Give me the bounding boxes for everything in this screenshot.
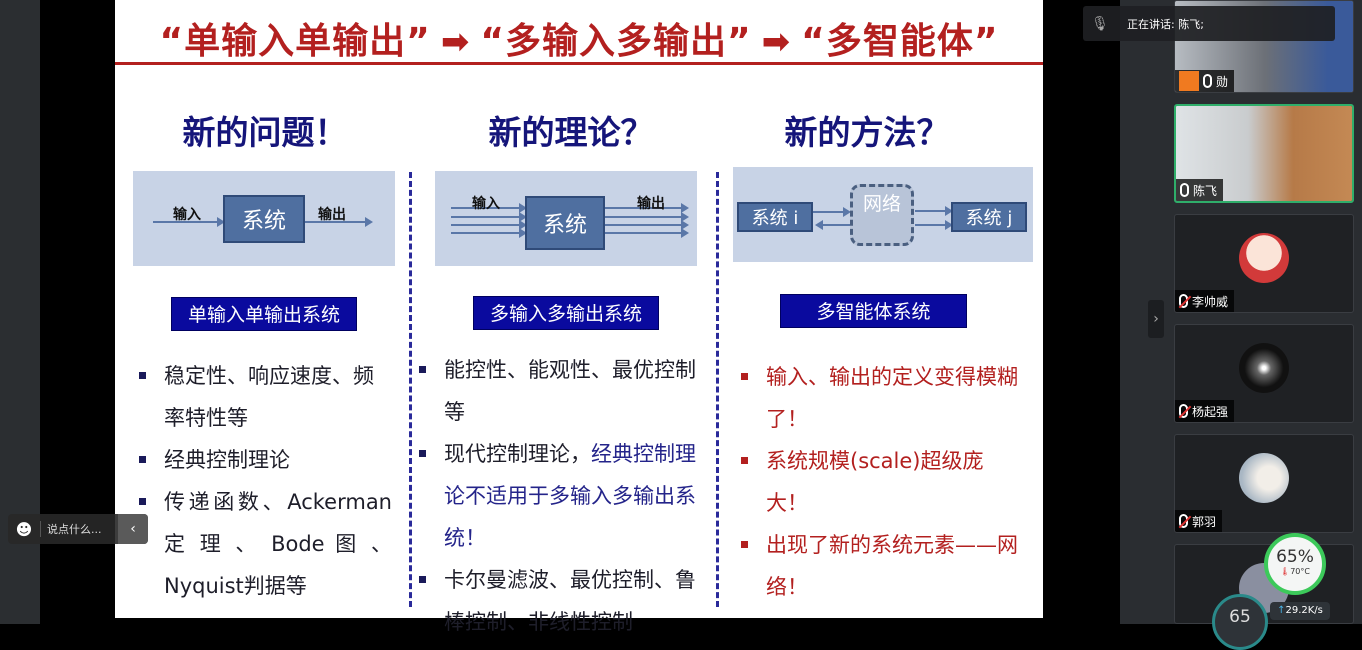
title-part-siso: “单输入单输出”	[159, 21, 431, 62]
chat-bar: ☻ 说点什么... ‹	[8, 514, 148, 544]
avatar	[1239, 453, 1289, 503]
output-arrow	[605, 203, 689, 213]
input-arrow	[153, 217, 225, 227]
panel-toggle-chevron-icon[interactable]: ›	[1148, 300, 1164, 338]
siso-diagram: 输入 系统 输出	[133, 171, 395, 266]
participant-name: 陈飞	[1193, 183, 1218, 198]
net-value: 29.2K/s	[1285, 605, 1323, 616]
output-arrow	[605, 228, 689, 238]
host-icon	[1179, 71, 1199, 91]
title-part-mimo: “多输入多输出”	[480, 21, 752, 62]
input-label: 输入	[173, 207, 201, 223]
system-box: 系统	[223, 195, 305, 243]
collapse-chat-chevron-icon[interactable]: ‹	[118, 514, 148, 544]
output-label: 输出	[318, 207, 346, 223]
name-tag: 李帅威	[1175, 290, 1235, 312]
input-arrow	[451, 203, 527, 213]
input-label: 输入	[472, 196, 500, 212]
title-part-mas: “多智能体”	[801, 21, 999, 62]
system-box: 系统	[525, 196, 605, 250]
speaking-label: 正在讲话: 陈飞;	[1127, 17, 1204, 31]
shared-slide: “单输入单输出”➡“多输入多输出”➡“多智能体” 新的问题！ 输入 系统 输出 …	[115, 0, 1043, 634]
system-j-box: 系统 j	[951, 202, 1027, 232]
participant-tile[interactable]: 李帅威	[1174, 214, 1354, 313]
input-arrow	[451, 212, 527, 222]
heading-new-method: 新的方法？	[784, 113, 950, 152]
upload-arrow-icon: ↑	[1277, 605, 1286, 616]
arrow-right-icon: ➡	[761, 22, 792, 62]
bullet: 输入、输出的定义变得模糊了！	[739, 356, 1019, 440]
cpu-usage: 65%	[1276, 547, 1314, 567]
output-arrow	[605, 212, 689, 222]
bullet: 出现了新的系统元素——网络！	[739, 524, 1019, 608]
thermometer-icon: 🌡	[1280, 567, 1291, 576]
gap	[1043, 0, 1120, 624]
link	[813, 207, 851, 217]
output-arrow	[605, 220, 689, 230]
network-speed: ↑29.2K/s	[1270, 602, 1330, 620]
name-tag: 杨起强	[1175, 400, 1235, 422]
mimo-bullets: 能控性、能观性、最优控制等 现代控制理论，经典控制理论不适用于多输入多输出系统！…	[417, 349, 707, 643]
input-arrow	[451, 220, 527, 230]
bullet: 卡尔曼滤波、最优控制、鲁棒控制、非线性控制	[417, 559, 707, 643]
participant-name: 勋	[1216, 74, 1229, 89]
arrow-right	[915, 206, 953, 216]
heading-new-problem: 新的问题！	[182, 113, 348, 152]
bullet: 能控性、能观性、最优控制等	[417, 349, 707, 433]
multi-agent-bullets: 输入、输出的定义变得模糊了！ 系统规模(scale)超级庞大！ 出现了新的系统元…	[739, 356, 1019, 608]
column-divider	[409, 172, 412, 607]
network-box: 网络	[850, 184, 914, 246]
siso-bullets: 稳定性、响应速度、频率特性等 经典控制理论 传递函数、Ackerman 定 理 …	[137, 355, 392, 607]
participant-name: 杨起强	[1192, 404, 1229, 419]
participant-name: 李帅威	[1192, 294, 1229, 309]
temperature: 🌡70°C	[1268, 567, 1322, 576]
siso-badge: 单输入单输出系统	[171, 297, 357, 331]
system-i-box: 系统 i	[737, 202, 813, 232]
mic-muted-icon	[1179, 404, 1188, 418]
mimo-diagram: 输入 系统 输出	[435, 171, 697, 266]
bullet-text-highlight: 经典控制理论不适用于多输入多输出系统！	[444, 442, 696, 550]
avatar	[1239, 343, 1289, 393]
arrow-left	[815, 220, 851, 230]
mic-icon	[1203, 74, 1212, 88]
participant-tile[interactable]: 郭羽	[1174, 434, 1354, 533]
bullet: 经典控制理论	[137, 439, 392, 481]
name-tag: 陈飞	[1176, 179, 1224, 201]
title-divider	[115, 62, 1043, 65]
output-arrow	[305, 217, 373, 227]
mic-icon: 🎙	[1091, 15, 1109, 32]
bullet: 现代控制理论，经典控制理论不适用于多输入多输出系统！	[417, 433, 707, 559]
cpu-gauge[interactable]: 65% 🌡70°C	[1264, 533, 1326, 595]
bullet-text: 现代控制理论，	[444, 442, 591, 466]
name-tag: 郭羽	[1175, 510, 1223, 532]
bullet: 传递函数、Ackerman 定 理 、 Bode 图 、 Nyquist判据等	[137, 481, 392, 607]
name-tag: 勋	[1175, 70, 1235, 92]
participant-name: 郭羽	[1192, 514, 1217, 529]
temp-value: 70°C	[1290, 567, 1310, 576]
emoji-icon[interactable]: ☻	[15, 519, 33, 539]
speaking-indicator: 🎙 正在讲话: 陈飞;	[1083, 6, 1335, 41]
bullet: 系统规模(scale)超级庞大！	[739, 440, 1019, 524]
column-divider	[716, 172, 719, 607]
participant-tile[interactable]: 杨起强	[1174, 324, 1354, 423]
mic-muted-icon	[1179, 514, 1188, 528]
mimo-badge: 多输入多输出系统	[473, 296, 659, 330]
mic-muted-icon	[1179, 294, 1188, 308]
slide-title: “单输入单输出”➡“多输入多输出”➡“多智能体”	[115, 12, 1043, 64]
chat-input[interactable]: 说点什么...	[40, 521, 118, 537]
multi-agent-badge: 多智能体系统	[780, 294, 967, 328]
output-label: 输出	[637, 196, 665, 212]
input-arrow	[451, 228, 527, 238]
participant-tile-active[interactable]: 陈飞	[1174, 104, 1354, 203]
arrow-right-icon: ➡	[440, 22, 471, 62]
heading-new-theory: 新的理论？	[488, 113, 654, 152]
multi-agent-diagram: 系统 i 网络 系统 j	[733, 167, 1033, 262]
cpu-gauge-small[interactable]: 65	[1212, 594, 1268, 650]
bullet: 稳定性、响应速度、频率特性等	[137, 355, 392, 439]
avatar	[1239, 233, 1289, 283]
mic-icon	[1180, 183, 1189, 197]
link	[915, 220, 953, 230]
